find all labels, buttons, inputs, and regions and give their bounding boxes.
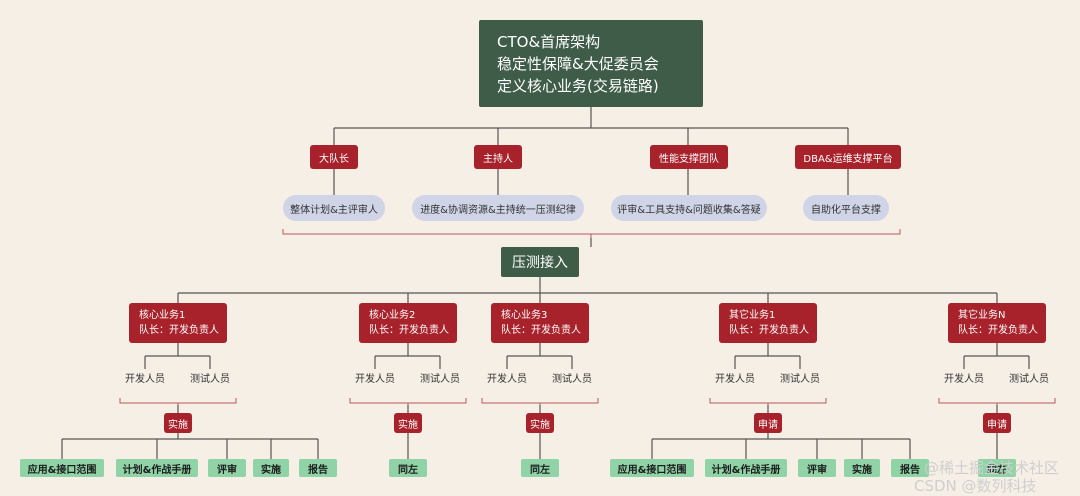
role-node-captain: 大队长 — [310, 145, 358, 169]
business-node-core-3: 核心业务3 队长：开发负责人 — [491, 303, 589, 343]
business-name: 核心业务3 — [501, 310, 548, 321]
leaf-implement: 实施 — [844, 459, 880, 477]
business-node-other-n: 其它业务N 队长：开发负责人 — [948, 303, 1046, 343]
tester-label: 测试人员 — [780, 373, 820, 385]
root-line-2: 稳定性保障&大促委员会 — [497, 54, 659, 73]
business-name: 其它业务1 — [729, 310, 776, 321]
leaf-same-as-left: 同左 — [389, 459, 427, 477]
business-lead: 队长：开发负责人 — [729, 325, 809, 336]
leaf-same-as-left: 同左 — [978, 459, 1016, 477]
leaf-implement: 实施 — [253, 459, 289, 477]
leaf-same-as-left: 同左 — [521, 459, 559, 477]
business-name: 核心业务1 — [139, 310, 186, 321]
role-node-host: 主持人 — [474, 145, 522, 169]
leaf-plan-manual: 计划&作战手册 — [116, 459, 198, 477]
tester-label: 测试人员 — [420, 373, 460, 385]
business-node-other-1: 其它业务1 队长：开发负责人 — [719, 303, 817, 343]
business-name: 其它业务N — [958, 310, 1006, 321]
developer-label: 开发人员 — [355, 373, 395, 385]
role-desc-captain: 整体计划&主评审人 — [283, 195, 385, 221]
developer-label: 开发人员 — [944, 373, 984, 385]
role-node-dba-ops: DBA&运维支撑平台 — [795, 145, 901, 169]
business-lead: 队长：开发负责人 — [501, 325, 581, 336]
tester-label: 测试人员 — [190, 373, 230, 385]
role-desc-host: 进度&协调资源&主持统一压测纪律 — [412, 195, 584, 221]
action-node-implement: 实施 — [526, 413, 554, 433]
business-node-core-2: 核心业务2 队长：开发负责人 — [359, 303, 457, 343]
leaf-review: 评审 — [208, 459, 246, 477]
leaf-plan-manual: 计划&作战手册 — [705, 459, 787, 477]
stress-test-access-node: 压测接入 — [501, 247, 579, 277]
leaf-report: 报告 — [891, 459, 929, 477]
developer-label: 开发人员 — [487, 373, 527, 385]
tester-label: 测试人员 — [1009, 373, 1049, 385]
leaf-scope: 应用&接口范围 — [20, 459, 104, 477]
root-line-3: 定义核心业务(交易链路) — [497, 76, 659, 95]
action-node-apply: 申请 — [754, 413, 782, 433]
tester-label: 测试人员 — [552, 373, 592, 385]
root-line-1: CTO&首席架构 — [497, 32, 601, 51]
developer-label: 开发人员 — [125, 373, 165, 385]
role-node-perf-team: 性能支撑团队 — [650, 145, 728, 169]
leaf-review: 评审 — [798, 459, 836, 477]
developer-label: 开发人员 — [715, 373, 755, 385]
business-name: 核心业务2 — [369, 310, 416, 321]
role-desc-dba-ops: 自助化平台支撑 — [803, 195, 889, 221]
business-lead: 队长：开发负责人 — [958, 325, 1038, 336]
business-node-core-1: 核心业务1 队长：开发负责人 — [129, 303, 227, 343]
watermark-csdn: CSDN @数列科技 — [914, 477, 1037, 495]
business-lead: 队长：开发负责人 — [369, 325, 449, 336]
leaf-report: 报告 — [299, 459, 337, 477]
action-node-implement: 实施 — [164, 413, 192, 433]
business-lead: 队长：开发负责人 — [139, 325, 219, 336]
action-node-implement: 实施 — [394, 413, 422, 433]
root-node: CTO&首席架构 稳定性保障&大促委员会 定义核心业务(交易链路) — [479, 20, 703, 107]
leaf-scope: 应用&接口范围 — [610, 459, 694, 477]
action-node-apply: 申请 — [983, 413, 1011, 433]
watermark-juejin: @稀土掘金技术社区 — [924, 459, 1060, 477]
role-desc-perf-team: 评审&工具支持&问题收集&答疑 — [611, 195, 767, 221]
